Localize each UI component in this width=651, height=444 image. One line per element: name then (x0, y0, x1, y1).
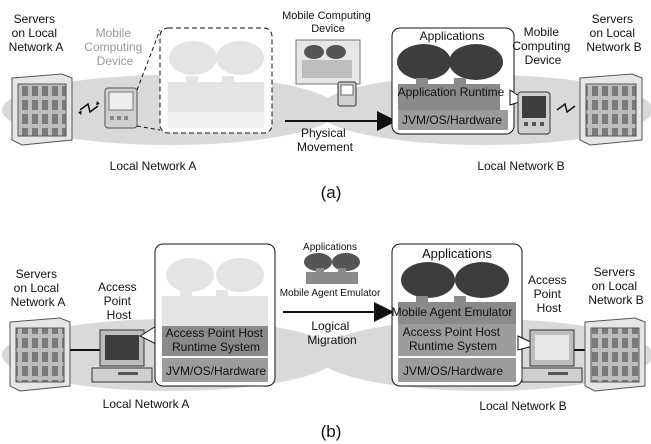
access-point-host-right-icon (521, 329, 583, 383)
wireless-link-icon (79, 102, 99, 114)
applications-label: Applications (420, 29, 485, 43)
caption-b: (b) (321, 422, 342, 441)
application-runtime-box (391, 27, 515, 135)
local-network-a-label: Local Network A (110, 159, 197, 173)
access-point-host-left-label: Access Point Host (98, 280, 140, 322)
servers-right-label-b: Servers on Local Network B (588, 265, 643, 307)
panel-a: Servers on Local Network A Mobile Comput… (2, 10, 651, 202)
server-rack-b-icon (9, 317, 71, 392)
servers-left-label: Servers on Local Network A (9, 12, 64, 54)
server-rack-right-icon (579, 73, 643, 146)
server-rack-icon (11, 73, 73, 146)
jvm-left-label: JVM/OS/Hardware (166, 364, 266, 378)
emulator-label: Mobile Agent Emulator (392, 305, 513, 319)
mobile-device-icon (104, 87, 138, 129)
jvm-right-label: JVM/OS/Hardware (403, 364, 503, 378)
access-point-host-icon (91, 329, 153, 383)
applications-top-label: Applications (303, 242, 357, 253)
jvm-os-hardware-label: JVM/OS/Hardware (402, 113, 502, 127)
mobile-device-top-label: Mobile Computing Device (282, 10, 374, 35)
servers-left-label-b: Servers on Local Network A (11, 267, 66, 309)
local-network-a-label-b: Local Network A (103, 397, 190, 411)
caption-a: (a) (321, 183, 342, 202)
aph-runtime-right-label: Access Point Host Runtime System (403, 325, 504, 353)
ghost-application-box (136, 27, 273, 134)
mobile-device-right-label: Mobile Computing Device (512, 25, 573, 67)
mobile-device-left-label: Mobile Computing Device (84, 26, 145, 68)
access-point-host-right-label: Access Point Host (528, 273, 570, 315)
mobile-device-right-icon (517, 91, 551, 135)
servers-right-label: Servers on Local Network B (586, 12, 641, 54)
server-rack-b-right-icon (584, 317, 646, 392)
applications-label-b: Applications (422, 246, 493, 261)
local-network-b-label-b: Local Network B (479, 399, 566, 413)
local-network-b-label: Local Network B (477, 159, 564, 173)
application-runtime-label: Application Runtime (398, 85, 505, 99)
mobile-device-top-icon (295, 39, 361, 107)
aph-runtime-left-label: Access Point Host Runtime System (166, 326, 267, 354)
aph-runtime-box-right (391, 243, 523, 387)
panel-b: Servers on Local Network A Access Point … (2, 242, 651, 441)
aph-runtime-box-left (154, 243, 276, 387)
emulator-top-icon (304, 253, 360, 284)
logical-migration-label: Logical Migration (307, 319, 356, 347)
physical-movement-label: Physical Movement (297, 126, 354, 154)
emulator-top-label: Mobile Agent Emulator (280, 288, 381, 299)
